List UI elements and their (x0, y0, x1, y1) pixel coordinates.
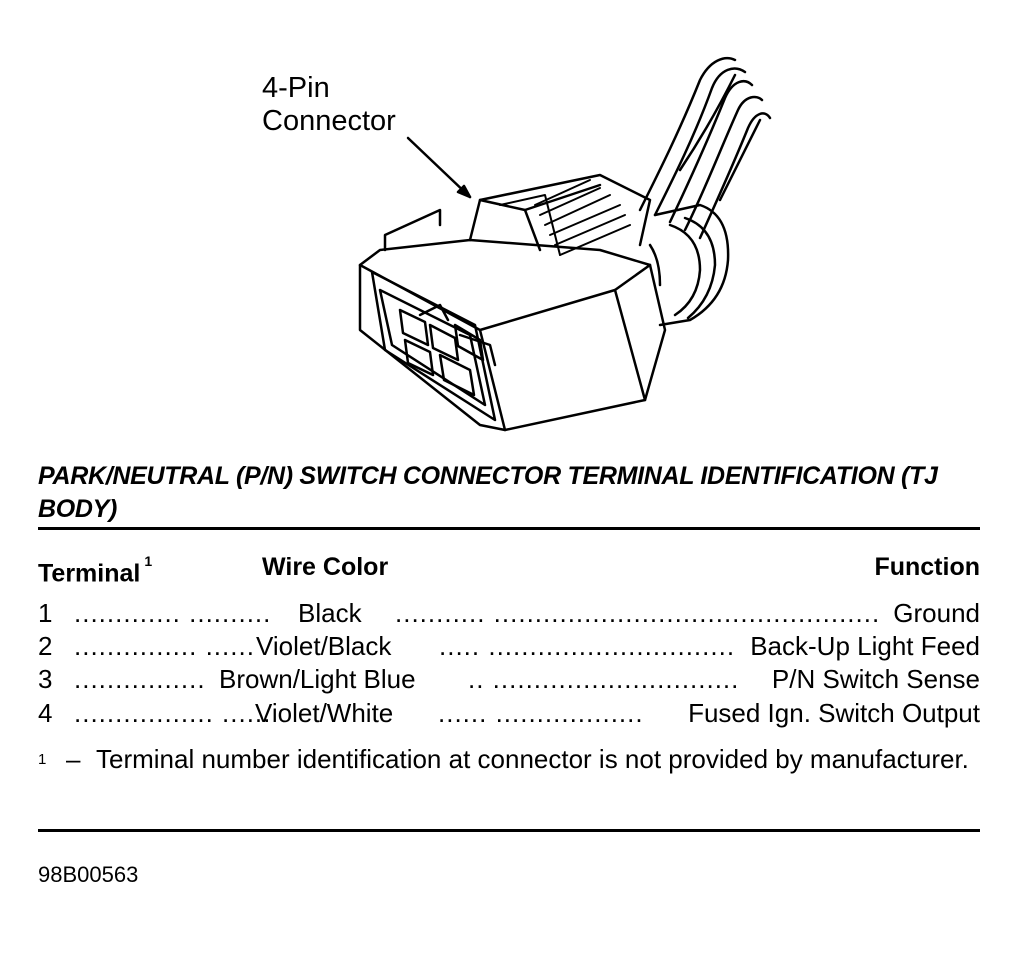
table-row: 1 ............. .......... Black .......… (38, 597, 980, 630)
row-leader-left: ................. ...... (74, 698, 272, 728)
row-function: P/N Switch Sense (771, 664, 980, 694)
row-wire-color: Violet/Black (256, 631, 392, 661)
row-terminal: 4 (38, 698, 53, 728)
row-leader-left: ............... ...... (74, 631, 255, 661)
callout-line-2: Connector (262, 105, 396, 137)
row-wire-color: Brown/Light Blue (219, 664, 416, 694)
latch-ribs (499, 179, 631, 256)
connector-callout: 4-Pin Connector (262, 72, 396, 138)
row-leader-left: ............. .......... (74, 598, 272, 628)
table-title: PARK/NEUTRAL (P/N) SWITCH CONNECTOR TERM… (38, 462, 938, 523)
row-leader-right: ...... .................. (438, 698, 644, 728)
footnote-mark: 1 (38, 751, 47, 768)
table-row: 3 ................ Brown/Light Blue .. .… (38, 663, 980, 696)
table-row: 4 ................. ...... Violet/White … (38, 697, 980, 730)
table-row: 2 ............... ...... Violet/Black ..… (38, 630, 980, 663)
wire-bundle (638, 56, 772, 240)
row-terminal: 1 (38, 598, 53, 628)
row-terminal: 2 (38, 631, 53, 661)
connector-illustration (358, 56, 772, 432)
title-divider (38, 527, 980, 530)
header-terminal-footnote-mark: 1 (144, 553, 153, 569)
callout-line-1: 4-Pin (262, 72, 330, 104)
footnote-dash: – (66, 744, 81, 774)
row-terminal: 3 (38, 664, 53, 694)
header-function: Function (874, 553, 980, 581)
row-leader-right: ..... .............................. (439, 631, 736, 661)
callout-arrow (406, 136, 472, 199)
header-wire-color: Wire Color (262, 553, 389, 581)
footnote-text: Terminal number identification at connec… (96, 744, 969, 774)
row-function: Ground (893, 598, 980, 628)
row-leader-right: ........... ............................… (395, 598, 881, 628)
header-terminal-label: Terminal (38, 559, 141, 588)
row-leader-right: .. .............................. (468, 664, 740, 694)
row-function: Fused Ign. Switch Output (688, 698, 980, 728)
row-wire-color: Violet/White (255, 698, 394, 728)
row-leader-left: ................ (74, 664, 206, 694)
connector-boot (648, 203, 730, 327)
connector-face (370, 270, 497, 422)
figure-code: 98B00563 (38, 862, 139, 887)
row-wire-color: Black (298, 598, 362, 628)
row-function: Back-Up Light Feed (750, 631, 980, 661)
bottom-divider (38, 829, 980, 832)
